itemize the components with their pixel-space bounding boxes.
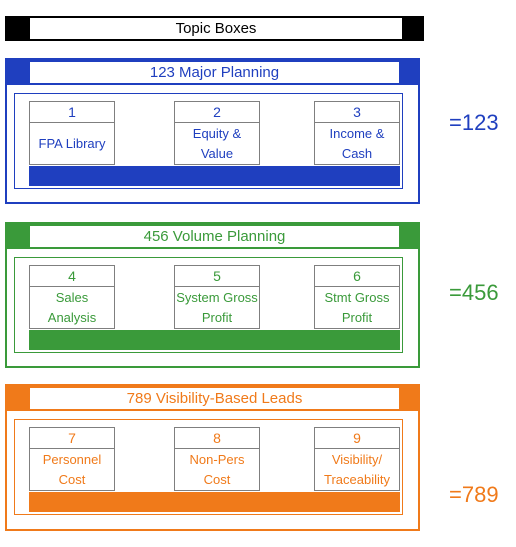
card-label: Non-Pers Cost bbox=[189, 452, 245, 487]
topic-card-4[interactable]: 4 Sales Analysis bbox=[29, 265, 115, 329]
topic-card-1[interactable]: 1 FPA Library bbox=[29, 101, 115, 165]
card-number: 3 bbox=[315, 102, 399, 123]
card-label: Sales Analysis bbox=[47, 290, 97, 325]
card-number: 9 bbox=[315, 428, 399, 449]
topic-boxes-header: Topic Boxes bbox=[5, 16, 424, 41]
group-header: 123 Major Planning bbox=[7, 60, 418, 85]
card-number: 8 bbox=[175, 428, 259, 449]
group-title: 123 Major Planning bbox=[30, 62, 399, 83]
card-number: 2 bbox=[175, 102, 259, 123]
group-volume-planning: 456 Volume Planning 4 Sales Analysis 5 S… bbox=[5, 222, 420, 368]
card-number: 6 bbox=[315, 266, 399, 287]
topic-card-7[interactable]: 7 Personnel Cost bbox=[29, 427, 115, 491]
topic-card-6[interactable]: 6 Stmt Gross Profit bbox=[314, 265, 400, 329]
card-label: Personnel Cost bbox=[42, 452, 102, 487]
group-title: 789 Visibility-Based Leads bbox=[30, 388, 399, 409]
group-result: =789 bbox=[449, 482, 499, 507]
card-number: 5 bbox=[175, 266, 259, 287]
card-label: System Gross Profit bbox=[176, 290, 258, 325]
card-label: Stmt Gross Profit bbox=[324, 290, 390, 325]
topic-card-2[interactable]: 2 Equity & Value bbox=[174, 101, 260, 165]
card-label: Equity & Value bbox=[192, 126, 242, 161]
card-label: FPA Library bbox=[38, 136, 106, 151]
topic-card-8[interactable]: 8 Non-Pers Cost bbox=[174, 427, 260, 491]
group-header: 456 Volume Planning bbox=[7, 224, 418, 249]
card-label: Income & Cash bbox=[329, 126, 385, 161]
group-major-planning: 123 Major Planning 1 FPA Library 2 Equit… bbox=[5, 58, 420, 204]
group-color-strip bbox=[29, 330, 400, 350]
topic-card-9[interactable]: 9 Visibility/ Traceability bbox=[314, 427, 400, 491]
group-visibility-leads: 789 Visibility-Based Leads 7 Personnel C… bbox=[5, 384, 420, 531]
group-result: =456 bbox=[449, 280, 499, 305]
group-header: 789 Visibility-Based Leads bbox=[7, 386, 418, 411]
group-color-strip bbox=[29, 166, 400, 186]
topic-boxes-title: Topic Boxes bbox=[30, 18, 402, 39]
card-label: Visibility/ Traceability bbox=[324, 452, 390, 487]
card-number: 4 bbox=[30, 266, 114, 287]
group-color-strip bbox=[29, 492, 400, 512]
group-title: 456 Volume Planning bbox=[30, 226, 399, 247]
topic-card-3[interactable]: 3 Income & Cash bbox=[314, 101, 400, 165]
group-result: =123 bbox=[449, 110, 499, 135]
card-number: 7 bbox=[30, 428, 114, 449]
topic-card-5[interactable]: 5 System Gross Profit bbox=[174, 265, 260, 329]
card-number: 1 bbox=[30, 102, 114, 123]
